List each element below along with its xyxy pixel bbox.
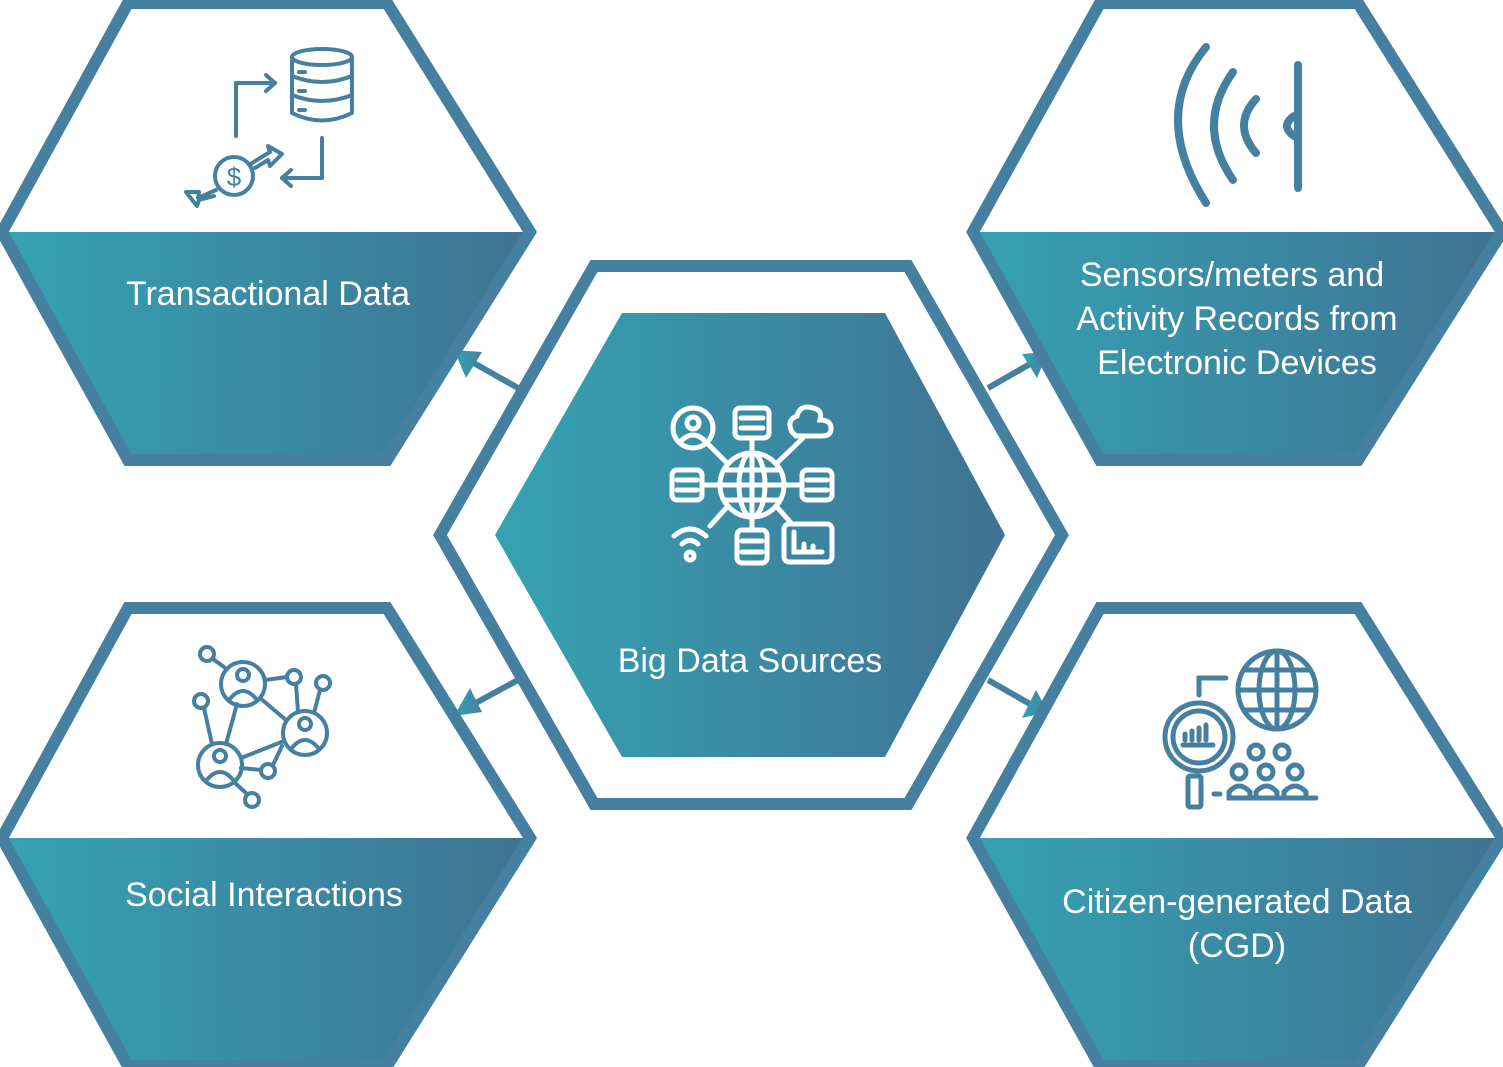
edge-arrow-transactional — [454, 350, 520, 391]
center-label: Big Data Sources — [618, 642, 883, 680]
node-transactional: $ Transactional Data — [0, 0, 538, 466]
citizen-data-globe-icon — [1162, 648, 1319, 810]
node-sensors-label-line-1: Sensors/meters and — [1080, 256, 1384, 294]
social-network-icon — [192, 645, 332, 809]
node-sensors-label-line-3: Electronic Devices — [1097, 344, 1377, 382]
node-transactional-label: Transactional Data — [126, 275, 410, 313]
node-cgd-label-line-2: (CGD) — [1188, 927, 1286, 965]
node-cgd-label-line-1: Citizen-generated Data — [1062, 883, 1412, 921]
node-social-label: Social Interactions — [125, 876, 403, 914]
money-database-transfer-icon: $ — [184, 47, 354, 208]
node-sensors-label-line-2: Activity Records from — [1076, 300, 1397, 338]
data-network-globe-icon — [669, 404, 835, 566]
node-center: Big Data Sources — [433, 260, 1069, 810]
node-sensors: Sensors/meters and Activity Records from… — [966, 0, 1503, 466]
edge-arrow-social — [454, 677, 520, 716]
node-cgd: Citizen-generated Data (CGD) — [966, 602, 1503, 1067]
sensor-signal-icon — [1174, 43, 1302, 207]
svg-text:$: $ — [227, 162, 242, 192]
node-social: Social Interactions — [0, 602, 538, 1067]
